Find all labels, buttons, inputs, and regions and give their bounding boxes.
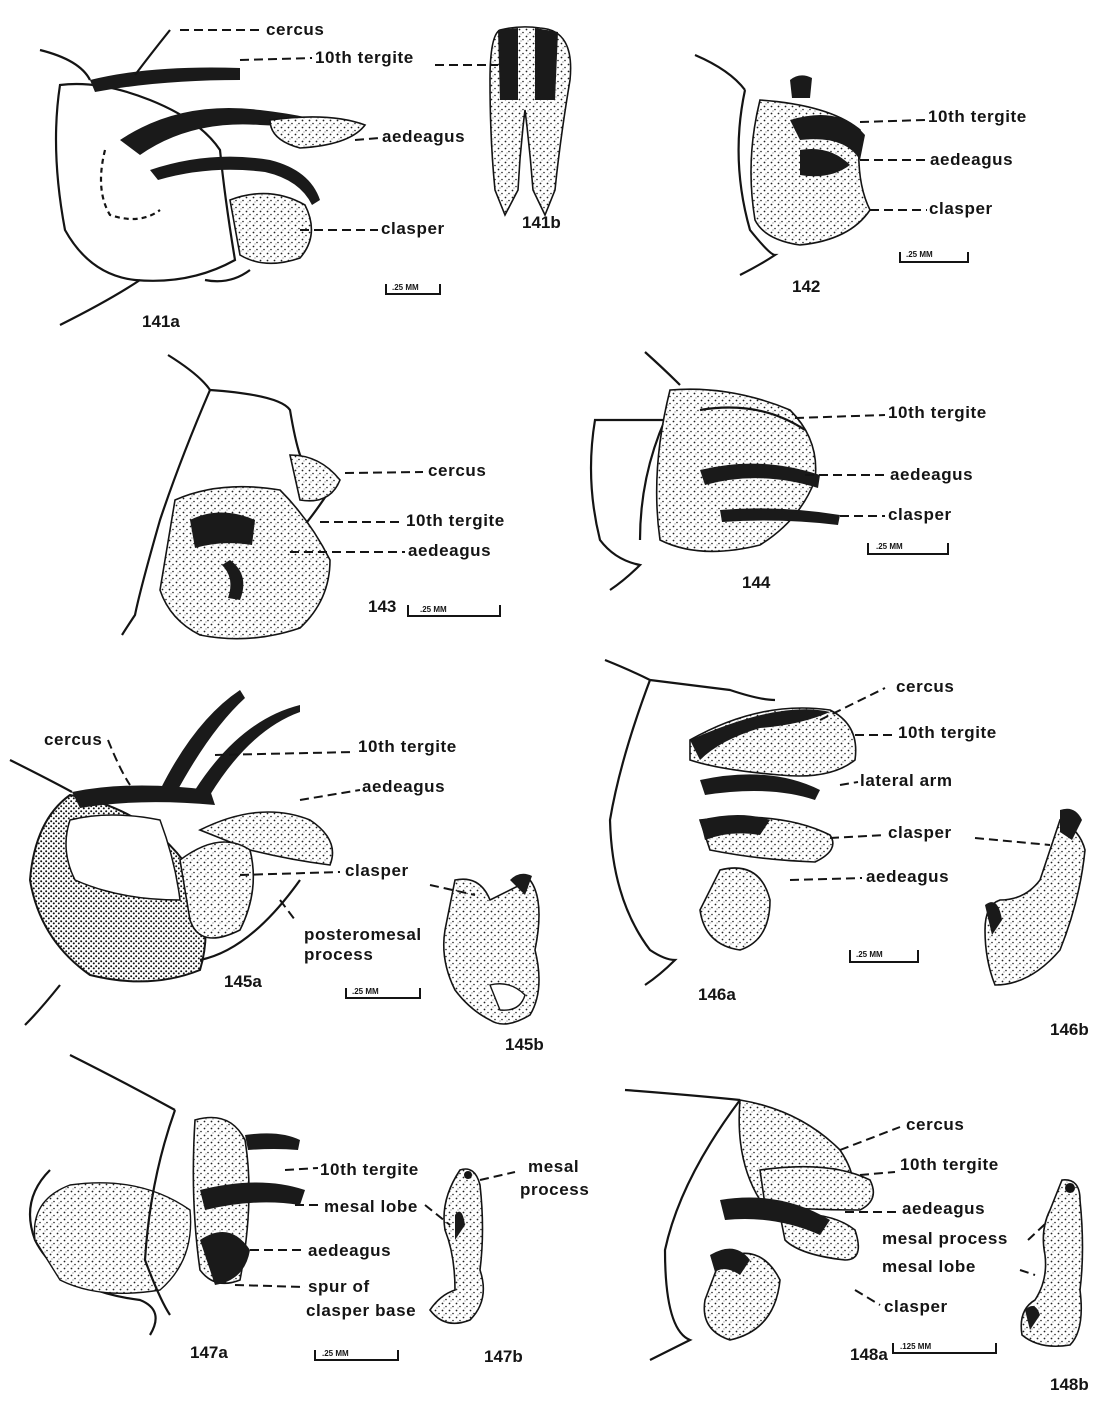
figure-147a: 10th tergite mesal lobe aedeagus spur of… xyxy=(30,1055,419,1362)
figure-number-148a: 148a xyxy=(850,1345,888,1364)
scale-label-148a: .125 MM xyxy=(900,1342,931,1351)
figure-145b: 145b xyxy=(430,874,544,1054)
label-10th-tergite-147a: 10th tergite xyxy=(320,1160,419,1179)
figure-142: 10th tergite aedeagus clasper .25 MM 142 xyxy=(695,55,1027,296)
figure-number-145b: 145b xyxy=(505,1035,544,1054)
figure-144: 10th tergite aedeagus clasper .25 MM 144 xyxy=(591,352,987,592)
label-10th-tergite-144: 10th tergite xyxy=(888,403,987,422)
label-mesal-lobe-148a: mesal lobe xyxy=(882,1257,976,1276)
scale-label-141a: .25 MM xyxy=(392,283,419,292)
scale-bar-146a: .25 MM xyxy=(850,950,918,962)
label-clasper-142: clasper xyxy=(929,199,993,218)
figure-148a: cercus 10th tergite aedeagus mesal proce… xyxy=(625,1090,1060,1364)
genitalia-drawing-147a xyxy=(30,1055,305,1335)
figure-141a: cercus 10th tergite aedeagus clasper .25… xyxy=(40,20,465,331)
scale-label-147a: .25 MM xyxy=(322,1349,349,1358)
label-mesal-process-148a: mesal process xyxy=(882,1229,1008,1248)
genitalia-drawing-141a xyxy=(40,30,365,325)
genitalia-drawing-147b xyxy=(430,1169,483,1323)
genitalia-drawing-141b xyxy=(490,27,571,215)
scale-bar-143: .25 MM xyxy=(408,605,500,616)
label-10th-tergite-143: 10th tergite xyxy=(406,511,505,530)
scale-label-144: .25 MM xyxy=(876,542,903,551)
label-cercus-148a: cercus xyxy=(906,1115,964,1134)
label-aedeagus-147a: aedeagus xyxy=(308,1241,391,1260)
genitalia-drawing-146a xyxy=(605,660,856,985)
figure-number-147b: 147b xyxy=(484,1347,523,1366)
figure-number-142: 142 xyxy=(792,277,820,296)
label-process-145a: process xyxy=(304,945,373,964)
label-cercus-143: cercus xyxy=(428,461,486,480)
label-clasper-145a: clasper xyxy=(345,861,409,880)
figure-number-146a: 146a xyxy=(698,985,736,1004)
label-10th-tergite-142: 10th tergite xyxy=(928,107,1027,126)
label-posteromesal-145a: posteromesal xyxy=(304,925,422,944)
scale-bar-147a: .25 MM xyxy=(315,1349,398,1360)
label-10th-tergite-145a: 10th tergite xyxy=(358,737,457,756)
label-aedeagus-145a: aedeagus xyxy=(362,777,445,796)
scale-label-142: .25 MM xyxy=(906,250,933,259)
label-clasper-base-147a: clasper base xyxy=(306,1301,416,1320)
label-10th-tergite-146a: 10th tergite xyxy=(898,723,997,742)
label-aedeagus-148a: aedeagus xyxy=(902,1199,985,1218)
label-lateral-arm-146a: lateral arm xyxy=(860,771,953,790)
scale-label-145a: .25 MM xyxy=(352,987,379,996)
genitalia-drawing-143 xyxy=(122,355,340,639)
label-10th-tergite-141a: 10th tergite xyxy=(315,48,414,67)
figure-143: cercus 10th tergite aedeagus 143 .25 MM xyxy=(122,355,505,639)
label-cercus-145a: cercus xyxy=(44,730,102,749)
scale-bar-141a: .25 MM xyxy=(386,283,440,294)
figure-number-148b: 148b xyxy=(1050,1375,1089,1394)
figure-number-145a: 145a xyxy=(224,972,262,991)
figure-number-141b: 141b xyxy=(522,213,561,232)
label-aedeagus-141a: aedeagus xyxy=(382,127,465,146)
scale-label-146a: .25 MM xyxy=(856,950,883,959)
label-10th-tergite-148a: 10th tergite xyxy=(900,1155,999,1174)
figure-number-141a: 141a xyxy=(142,312,180,331)
genitalia-drawing-148a xyxy=(625,1090,873,1360)
label-aedeagus-146a: aedeagus xyxy=(866,867,949,886)
genitalia-drawing-146b xyxy=(985,809,1085,985)
label-clasper-144: clasper xyxy=(888,505,952,524)
label-spur-of-147a: spur of xyxy=(308,1277,370,1296)
scale-bar-145a: .25 MM xyxy=(346,987,420,998)
figure-146a: cercus 10th tergite lateral arm clasper … xyxy=(605,660,1050,1004)
figure-145a: cercus 10th tergite aedeagus clasper pos… xyxy=(10,690,457,1025)
figure-147b: mesal process 147b xyxy=(425,1157,589,1366)
figure-148b: 148b xyxy=(1021,1180,1089,1394)
label-cercus-146a: cercus xyxy=(896,677,954,696)
label-clasper-146a: clasper xyxy=(888,823,952,842)
label-aedeagus-142: aedeagus xyxy=(930,150,1013,169)
genitalia-drawing-145b xyxy=(444,874,539,1024)
scale-label-143: .25 MM xyxy=(420,605,447,614)
label-clasper-141a: clasper xyxy=(381,219,445,238)
figure-number-147a: 147a xyxy=(190,1343,228,1362)
genitalia-drawing-144 xyxy=(591,352,840,590)
label-process-147b: process xyxy=(520,1180,589,1199)
label-mesal-lobe-147a: mesal lobe xyxy=(324,1197,418,1216)
label-mesal-147b: mesal xyxy=(528,1157,579,1176)
figure-number-144: 144 xyxy=(742,573,771,592)
label-aedeagus-143: aedeagus xyxy=(408,541,491,560)
figure-number-143: 143 xyxy=(368,597,396,616)
scale-bar-142: .25 MM xyxy=(900,250,968,262)
label-aedeagus-144: aedeagus xyxy=(890,465,973,484)
scale-bar-144: .25 MM xyxy=(868,542,948,554)
genitalia-drawing-148b xyxy=(1021,1180,1082,1346)
label-cercus-141a: cercus xyxy=(266,20,324,39)
scale-bar-148a: .125 MM xyxy=(893,1342,996,1353)
figure-number-146b: 146b xyxy=(1050,1020,1089,1039)
label-clasper-148a: clasper xyxy=(884,1297,948,1316)
genitalia-drawing-142 xyxy=(695,55,870,275)
